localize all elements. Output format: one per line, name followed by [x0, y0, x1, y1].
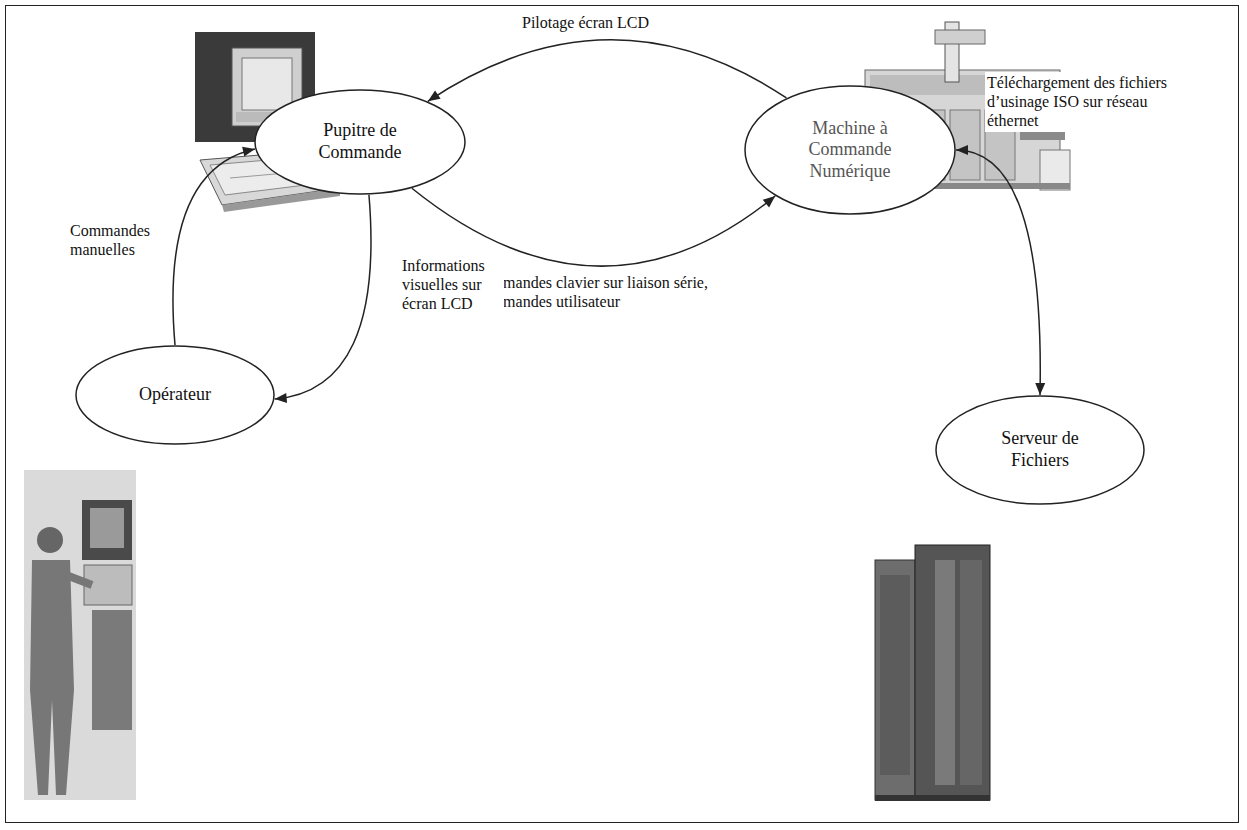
node-label: Machine à Commande Numérique — [794, 118, 906, 183]
operator-picture — [24, 470, 136, 800]
ellipse-node: Opérateur — [75, 345, 275, 445]
ellipse-node: Serveur de Fichiers — [935, 395, 1145, 505]
edge-label: Pilotage écran LCD — [520, 12, 684, 33]
arrow-head — [956, 145, 968, 155]
curved-connector — [173, 149, 255, 345]
arrow-head — [242, 147, 255, 157]
arrow-head — [275, 393, 287, 403]
ellipse-node: Machine à Commande Numérique — [744, 85, 956, 215]
edge-label: Téléchargement des fichiers d’usinage IS… — [985, 72, 1174, 132]
ellipse-node: Pupitre de Commande — [254, 89, 466, 195]
edge-label: Informations visuelles sur écran LCD — [400, 255, 504, 315]
node-label: Opérateur — [139, 384, 211, 406]
arrow-head — [428, 90, 441, 101]
server-picture — [875, 545, 990, 801]
arrow-head — [763, 196, 775, 207]
edge-label: Commandes clavier sur liaison série, Com… — [470, 272, 764, 312]
node-label: Serveur de Fichiers — [985, 428, 1095, 471]
curved-connector — [428, 40, 787, 101]
curved-connector — [956, 150, 1040, 395]
edge-label: Commandes manuelles — [68, 220, 164, 260]
arrow-head — [1035, 383, 1045, 395]
curved-connector — [275, 195, 371, 399]
node-label: Pupitre de Commande — [300, 120, 420, 163]
